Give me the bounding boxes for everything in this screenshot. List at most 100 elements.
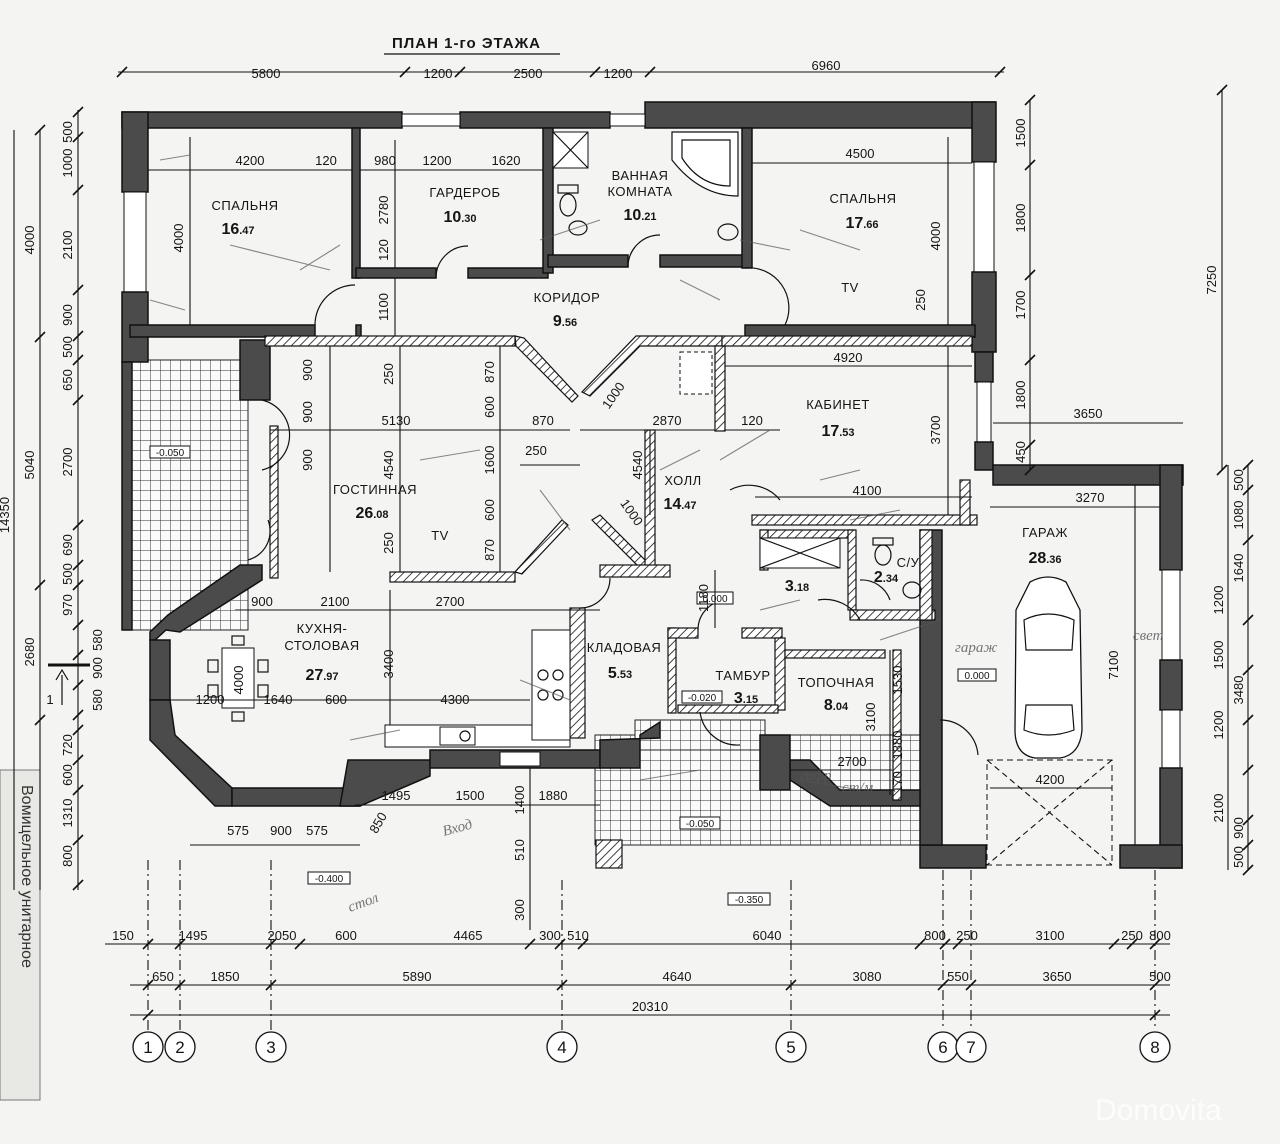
svg-text:170: 170 [890,771,905,793]
dimension-tick [1242,534,1254,546]
svg-text:6040: 6040 [753,928,782,943]
dimension-tick [644,66,656,78]
dimension-tick [1242,614,1254,626]
outer-walls [121,101,1184,869]
dimension-tick [72,330,84,342]
dimension-tick [1242,814,1254,826]
svg-text:3650: 3650 [1074,406,1103,421]
svg-text:КАБИНЕТ: КАБИНЕТ [806,397,870,412]
svg-text:7100: 7100 [1106,651,1121,680]
svg-text:8: 8 [1150,1038,1159,1057]
svg-text:10.21: 10.21 [623,207,656,224]
svg-text:870: 870 [482,539,497,561]
svg-text:1600: 1600 [482,446,497,475]
svg-text:4000: 4000 [22,226,37,255]
dimension-tick [1024,269,1036,281]
bottom-dimensions: 150 1495 2050 600 4465 300 510 6040 800 … [105,928,1171,1021]
dimension-tick [72,519,84,531]
svg-text:250: 250 [1121,928,1143,943]
svg-text:1: 1 [143,1038,152,1057]
svg-text:3.15: 3.15 [734,690,758,707]
svg-text:14.47: 14.47 [663,496,696,513]
svg-text:1500: 1500 [1211,641,1226,670]
svg-text:870: 870 [532,413,554,428]
svg-text:900: 900 [300,401,315,423]
section-mark: 1 [46,692,53,707]
room-garage: ГАРАЖ 28.36 [1022,525,1067,567]
dimension-tick [72,709,84,721]
svg-text:0.000: 0.000 [964,671,989,682]
svg-text:1400: 1400 [512,786,527,815]
left-dimensions: 500 1000 2100 900 500 650 2700 690 500 9… [0,106,105,891]
room-hall: ХОЛЛ 14.47 [663,473,701,513]
axis-marker: 2 [164,860,196,1063]
svg-text:5.53: 5.53 [608,665,632,682]
svg-text:17.66: 17.66 [845,215,878,232]
dimension-tick [72,394,84,406]
svg-text:500: 500 [1231,846,1246,868]
svg-text:580: 580 [90,689,105,711]
svg-text:650: 650 [60,369,75,391]
svg-text:510: 510 [567,928,589,943]
svg-text:4200: 4200 [236,153,265,168]
tv-label: TV [431,528,449,543]
svg-text:120: 120 [376,239,391,261]
svg-text:1500: 1500 [456,788,485,803]
svg-text:4000: 4000 [231,666,246,695]
svg-text:650: 650 [152,969,174,984]
svg-text:2680: 2680 [22,638,37,667]
svg-text:-0.350: -0.350 [735,895,764,906]
svg-text:300: 300 [512,899,527,921]
dimension-tick [1216,464,1228,476]
svg-text:580: 580 [90,629,105,651]
handwritten-note: гараж [955,640,997,656]
svg-text:1080: 1080 [1231,501,1246,530]
svg-text:16.47: 16.47 [221,221,254,238]
dimension-tick [34,331,46,343]
svg-text:500: 500 [1149,969,1171,984]
svg-text:3270: 3270 [1076,490,1105,505]
inner-dimensions: 4200 120 980 1200 1620 4500 4920 5130 87… [148,137,1183,930]
svg-text:3.18: 3.18 [785,578,809,595]
svg-text:1620: 1620 [492,153,521,168]
svg-text:3: 3 [266,1038,275,1057]
dimension-tick [34,124,46,136]
svg-text:2780: 2780 [376,196,391,225]
dimension-tick [72,184,84,196]
svg-text:2100: 2100 [321,594,350,609]
handwritten-note: гифр [800,768,832,784]
svg-text:250: 250 [381,532,396,554]
svg-text:3100: 3100 [1036,928,1065,943]
svg-text:600: 600 [482,499,497,521]
dimension-tick [554,938,566,950]
dimension-tick [914,938,926,950]
dimension-tick [1242,864,1254,876]
svg-text:1700: 1700 [1013,291,1028,320]
svg-text:-0.050: -0.050 [156,448,185,459]
dimension-tick [524,938,536,950]
dimension-tick [994,66,1006,78]
svg-text:1495: 1495 [382,788,411,803]
dimension-tick [454,66,466,78]
svg-text:900: 900 [60,304,75,326]
svg-text:600: 600 [60,764,75,786]
top-dimension-line: 5800 1200 2500 1200 6960 [116,58,1006,81]
svg-text:600: 600 [325,692,347,707]
svg-text:4540: 4540 [381,451,396,480]
axis-marker: 7 [955,870,987,1063]
svg-text:2700: 2700 [436,594,465,609]
svg-text:250: 250 [381,363,396,385]
dimension-tick [72,284,84,296]
svg-text:500: 500 [1231,469,1246,491]
svg-text:1200: 1200 [1211,711,1226,740]
svg-text:4465: 4465 [454,928,483,943]
svg-text:900: 900 [1231,817,1246,839]
dimension-tick [72,834,84,846]
svg-text:ГОСТИННАЯ: ГОСТИННАЯ [333,482,417,497]
svg-text:4: 4 [557,1038,566,1057]
svg-text:КОМНАТА: КОМНАТА [607,184,672,199]
svg-text:800: 800 [924,928,946,943]
svg-text:2100: 2100 [1211,794,1226,823]
dim-top: 1200 [424,66,453,81]
